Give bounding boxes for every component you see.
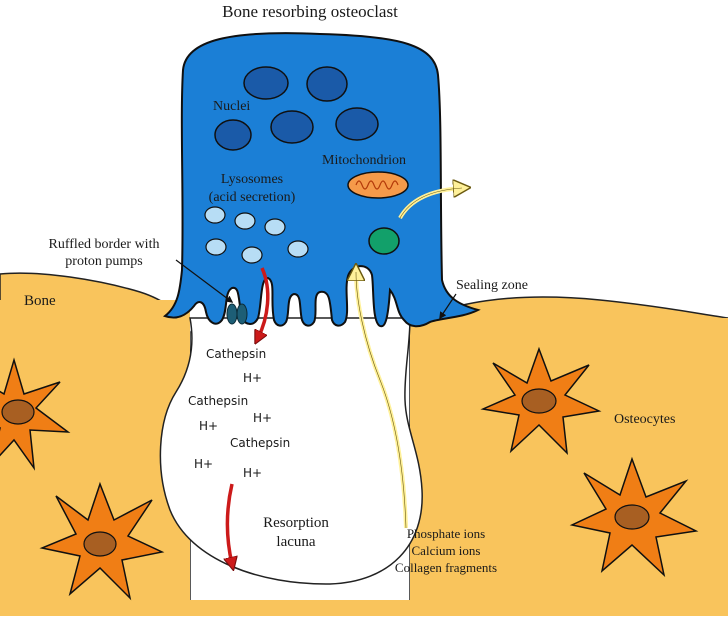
label-resorption: Resorption [263,515,329,531]
label-phosphate-ions: Phosphate ions [407,526,485,541]
proton-pumps [226,303,248,325]
green-vesicle [368,227,400,255]
lacuna-proton-5: H+ [243,466,262,480]
mitochondrion [347,171,409,199]
nucleus-2 [306,66,348,102]
nucleus-1 [243,66,289,100]
label-lysosomes-sub: (acid secretion) [209,190,296,205]
label-mitochondrion: Mitochondrion [322,153,406,168]
osteocyte-4 [569,456,699,578]
label-collagen-fragments: Collagen fragments [395,560,497,575]
label-ruffled-border: Ruffled border with [49,237,160,252]
osteocyte-1 [0,357,71,471]
label-bone: Bone [24,293,56,309]
osteocyte-2 [39,481,165,601]
label-sealing-zone: Sealing zone [456,278,528,293]
osteocyte-3 [480,346,602,456]
label-nuclei: Nuclei [213,99,250,114]
pointer-sealing-zone [439,293,457,320]
nucleus-3 [270,110,314,144]
label-lacuna: lacuna [276,534,315,550]
lysosome-group [204,206,309,264]
label-proton-pumps: proton pumps [65,254,142,269]
nucleus-4 [335,107,379,141]
lacuna-cathepsin-1: Cathepsin [206,347,266,361]
lacuna-proton-3: H+ [199,419,218,433]
yellow-arrow-exocytosis-outline [399,187,463,219]
label-lysosomes: Lysosomes [221,172,283,187]
label-calcium-ions: Calcium ions [412,543,481,558]
red-arrow-lysosome-to-lacuna [258,267,270,338]
diagram-title: Bone resorbing osteoclast [222,2,398,21]
lacuna-proton-1: H+ [243,371,262,385]
red-arrow-into-lacuna [228,483,233,564]
lacuna-cathepsin-2: Cathepsin [188,394,248,408]
nucleus-5 [214,119,252,151]
lacuna-cathepsin-3: Cathepsin [230,436,290,450]
lacuna-proton-2: H+ [253,411,272,425]
label-osteocytes: Osteocytes [614,412,675,427]
pointer-ruffled-border [175,259,234,303]
lacuna-proton-4: H+ [194,457,213,471]
yellow-arrow-transcytosis-outline [355,271,407,529]
